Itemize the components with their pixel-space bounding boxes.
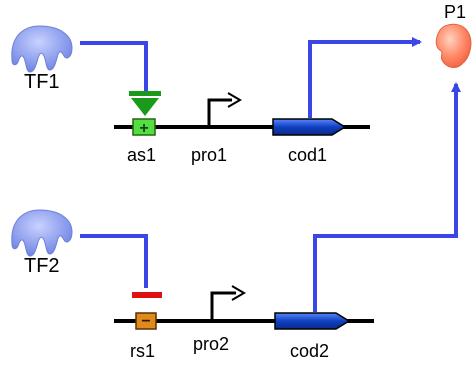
bent-arrow-promoter-icon [207,92,242,127]
product-protein-icon [435,23,472,68]
activator-site-symbol: + [139,120,148,137]
as1-label: as1 [127,145,156,165]
module-1: TF1 + as1 pro1 cod1 [11,25,422,165]
pro2-label: pro2 [193,334,229,354]
tf2-label: TF2 [24,255,60,277]
rs1-label: rs1 [130,341,155,361]
cod1-label: cod1 [288,145,327,165]
cod2-label: cod2 [290,341,329,361]
cod2-to-p1-arrow [313,82,461,312]
repression-mark-icon [132,292,162,298]
tf-protein-icon [11,25,73,73]
tf1-label: TF1 [24,71,60,93]
tf1-to-as1-line [80,41,148,92]
module-2: TF2 − rs1 pro2 cod2 [11,82,461,361]
pro1-label: pro1 [191,145,227,165]
p1-label: P1 [444,2,466,22]
cod1-to-p1-arrow [308,37,422,118]
bent-arrow-promoter-icon [210,285,246,321]
tf-protein-icon [11,209,73,257]
tf2-to-rs1-line [80,234,148,288]
product-p1: P1 [435,2,472,68]
activation-mark-icon [129,91,161,116]
activator-site-as1: + [132,118,156,137]
cds-cod1 [272,118,347,136]
repressor-site-rs1: − [135,312,157,330]
cds-cod2 [274,312,351,330]
repressor-site-symbol: − [141,313,150,330]
